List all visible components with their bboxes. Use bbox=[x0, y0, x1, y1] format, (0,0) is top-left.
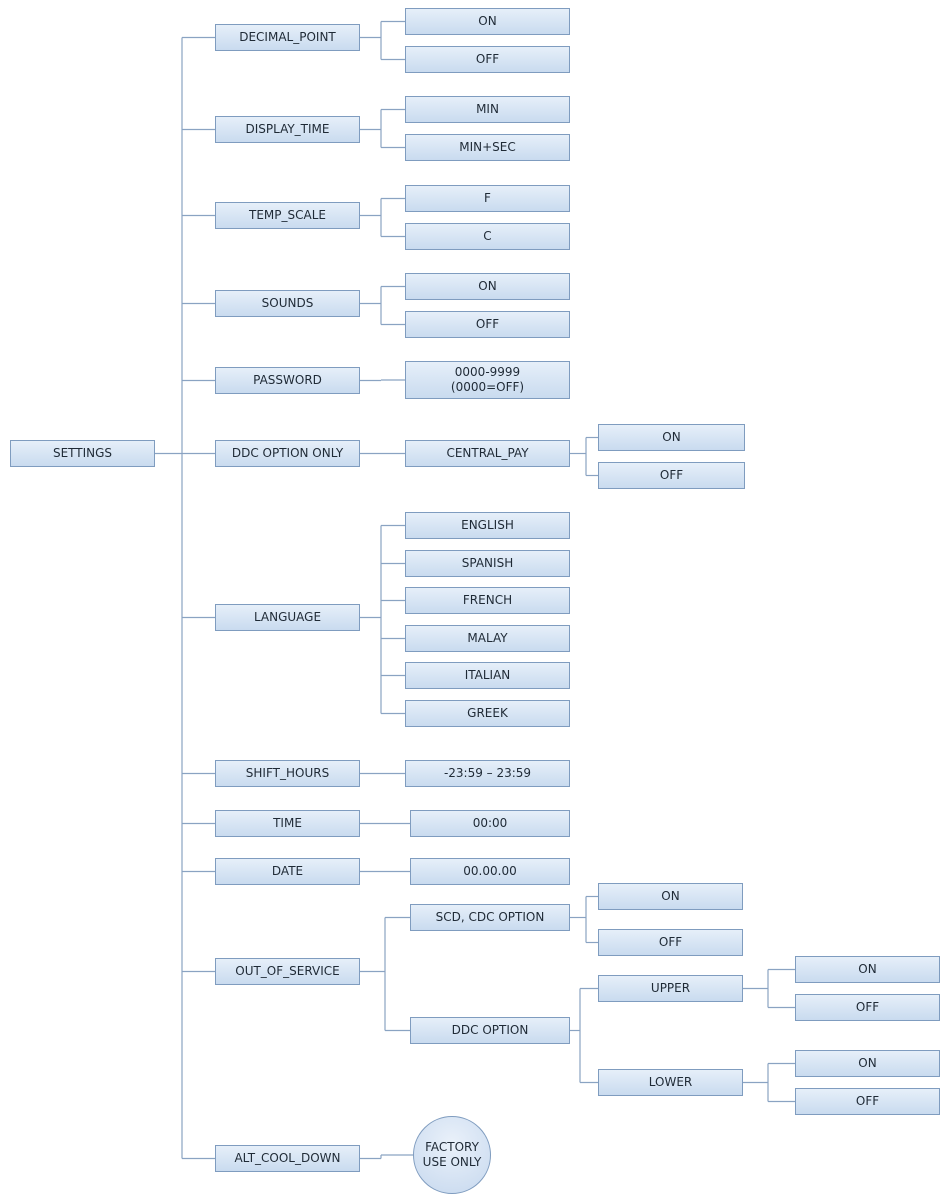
scd-cdc-on-node: ON bbox=[598, 883, 743, 910]
out-of-service-node: OUT_OF_SERVICE bbox=[215, 958, 360, 985]
time-value-node: 00:00 bbox=[410, 810, 570, 837]
language-english-node: ENGLISH bbox=[405, 512, 570, 539]
date-node: DATE bbox=[215, 858, 360, 885]
ddc-lower-off-node: OFF bbox=[795, 1088, 940, 1115]
ddc-upper-off-node: OFF bbox=[795, 994, 940, 1021]
central-pay-on-node: ON bbox=[598, 424, 745, 451]
temp-scale-f-node: F bbox=[405, 185, 570, 212]
display-time-node: DISPLAY_TIME bbox=[215, 116, 360, 143]
display-time-min-node: MIN bbox=[405, 96, 570, 123]
scd-cdc-off-node: OFF bbox=[598, 929, 743, 956]
scd-cdc-option-node: SCD, CDC OPTION bbox=[410, 904, 570, 931]
decimal-point-off-node: OFF bbox=[405, 46, 570, 73]
date-value-node: 00.00.00 bbox=[410, 858, 570, 885]
shift-hours-range-node: -23:59 – 23:59 bbox=[405, 760, 570, 787]
sounds-node: SOUNDS bbox=[215, 290, 360, 317]
language-greek-node: GREEK bbox=[405, 700, 570, 727]
language-spanish-node: SPANISH bbox=[405, 550, 570, 577]
language-french-node: FRENCH bbox=[405, 587, 570, 614]
central-pay-node: CENTRAL_PAY bbox=[405, 440, 570, 467]
shift-hours-node: SHIFT_HOURS bbox=[215, 760, 360, 787]
temp-scale-node: TEMP_SCALE bbox=[215, 202, 360, 229]
ddc-option-node: DDC OPTION bbox=[410, 1017, 570, 1044]
ddc-lower-node: LOWER bbox=[598, 1069, 743, 1096]
display-time-min-sec-node: MIN+SEC bbox=[405, 134, 570, 161]
password-node: PASSWORD bbox=[215, 367, 360, 394]
ddc-option-only-node: DDC OPTION ONLY bbox=[215, 440, 360, 467]
language-malay-node: MALAY bbox=[405, 625, 570, 652]
password-range-node: 0000-9999 (0000=OFF) bbox=[405, 361, 570, 399]
ddc-lower-on-node: ON bbox=[795, 1050, 940, 1077]
sounds-on-node: ON bbox=[405, 273, 570, 300]
factory-use-only-node: FACTORY USE ONLY bbox=[413, 1116, 491, 1194]
language-italian-node: ITALIAN bbox=[405, 662, 570, 689]
time-node: TIME bbox=[215, 810, 360, 837]
central-pay-off-node: OFF bbox=[598, 462, 745, 489]
sounds-off-node: OFF bbox=[405, 311, 570, 338]
alt-cool-down-node: ALT_COOL_DOWN bbox=[215, 1145, 360, 1172]
temp-scale-c-node: C bbox=[405, 223, 570, 250]
language-node: LANGUAGE bbox=[215, 604, 360, 631]
decimal-point-node: DECIMAL_POINT bbox=[215, 24, 360, 51]
decimal-point-on-node: ON bbox=[405, 8, 570, 35]
settings-node: SETTINGS bbox=[10, 440, 155, 467]
ddc-upper-node: UPPER bbox=[598, 975, 743, 1002]
ddc-upper-on-node: ON bbox=[795, 956, 940, 983]
